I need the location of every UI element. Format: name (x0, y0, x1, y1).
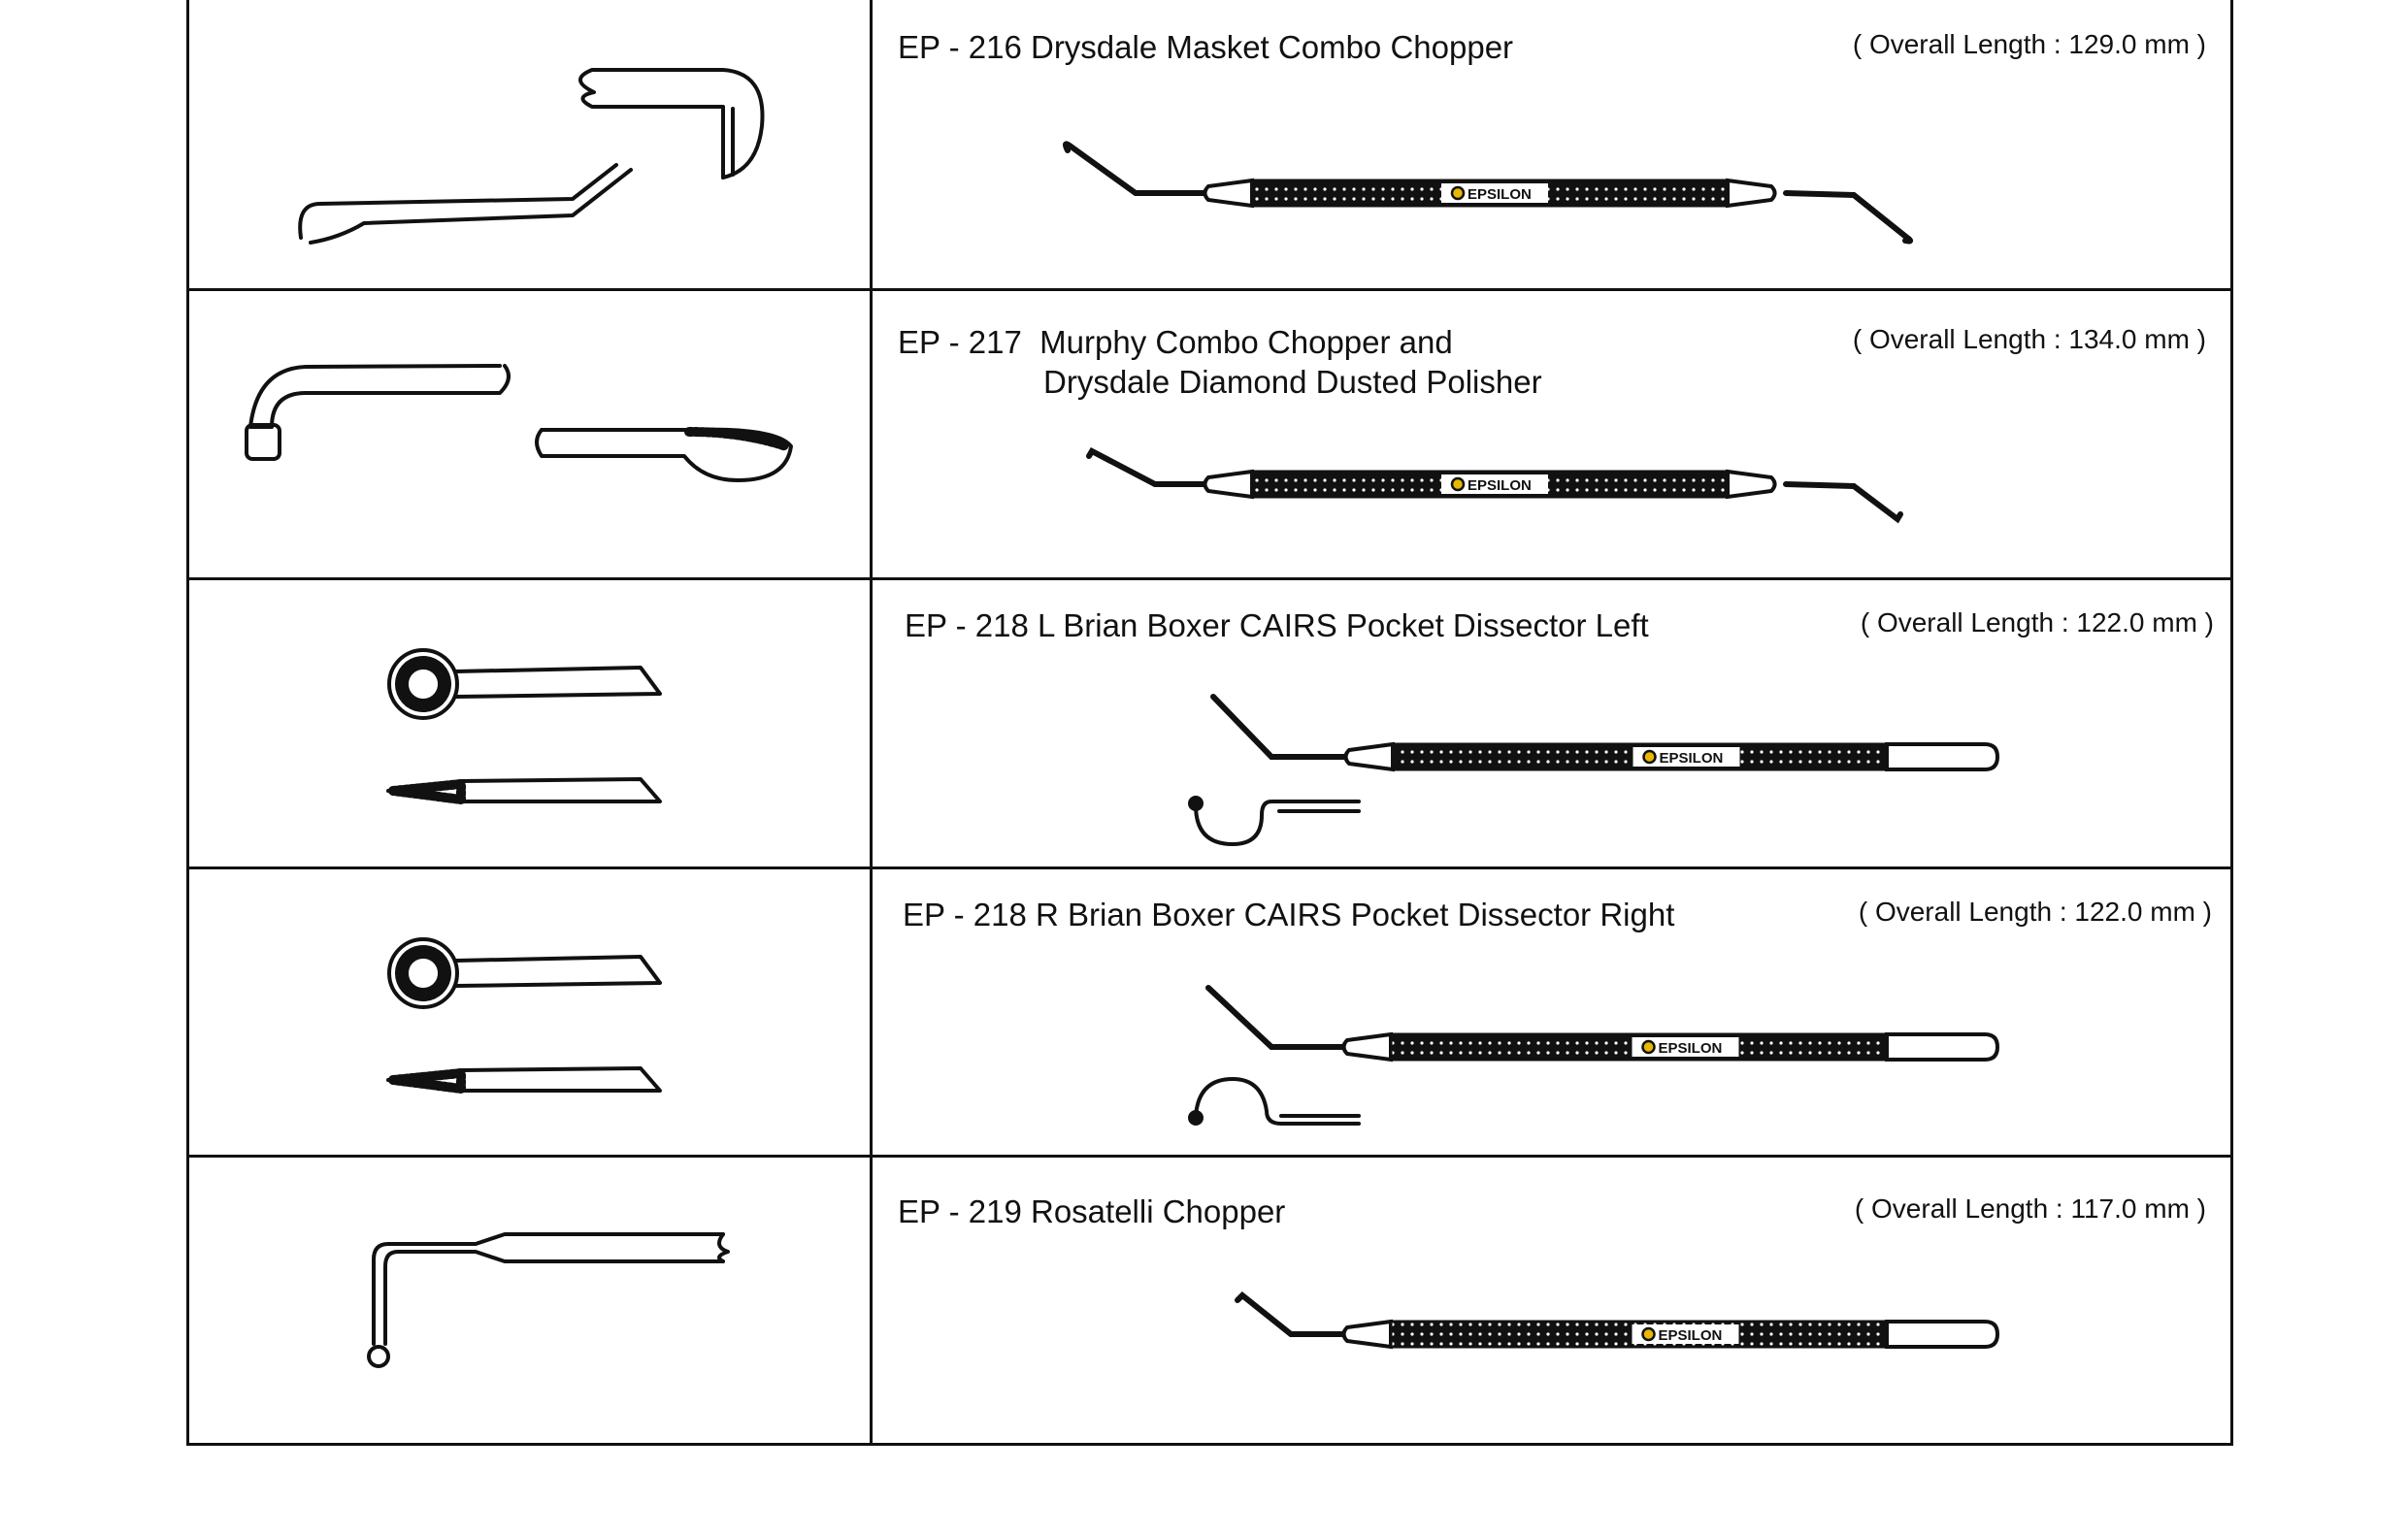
svg-text:EPSILON: EPSILON (1468, 477, 1532, 494)
overall-length-ep219: ( Overall Length : 117.0 mm ) (1854, 1193, 2206, 1224)
row-divider (186, 288, 2233, 291)
svg-text:EPSILON: EPSILON (1660, 750, 1724, 767)
hook-detail-ep218r (1194, 1077, 1361, 1126)
product-title-ep216: EP - 216 Drysdale Masket Combo Chopper (898, 29, 1514, 65)
product-title-ep218l: EP - 218 L Brian Boxer CAIRS Pocket Diss… (905, 607, 1649, 643)
instrument-ep218r: EPSILON (1205, 985, 2000, 1062)
svg-text:EPSILON: EPSILON (1659, 1040, 1723, 1057)
row-divider (186, 1155, 2233, 1158)
instrument-ep216: EPSILON (1062, 141, 1913, 245)
tip-detail-ep218l (386, 648, 662, 804)
overall-length-ep218r: ( Overall Length : 122.0 mm ) (1858, 897, 2212, 927)
product-title-ep218r: EP - 218 R Brian Boxer CAIRS Pocket Diss… (903, 897, 1675, 932)
product-table (186, 0, 2233, 1446)
overall-length-ep217: ( Overall Length : 134.0 mm ) (1852, 324, 2206, 354)
product-title-ep217-line2: Drysdale Diamond Dusted Polisher (1043, 364, 1542, 400)
tip-detail-ep216 (298, 68, 765, 245)
brand-logo: EPSILON (1632, 1037, 1739, 1057)
product-title-ep219: EP - 219 Rosatelli Chopper (898, 1193, 1286, 1229)
svg-text:EPSILON: EPSILON (1659, 1327, 1723, 1344)
row-divider (186, 866, 2233, 869)
column-divider (870, 0, 873, 1446)
instrument-ep219: EPSILON (1235, 1291, 2000, 1350)
overall-length-ep216: ( Overall Length : 129.0 mm ) (1852, 29, 2206, 59)
hook-detail-ep218l (1194, 800, 1361, 846)
brand-logo: EPSILON (1632, 1324, 1739, 1344)
tip-detail-ep218r (386, 937, 662, 1094)
brand-logo: EPSILON (1441, 183, 1548, 203)
tip-detail-ep217 (245, 364, 793, 482)
tip-detail-ep219 (367, 1232, 730, 1368)
row-divider (186, 577, 2233, 580)
instrument-ep217: EPSILON (1086, 447, 1903, 524)
product-title-ep217: EP - 217 Murphy Combo Chopper and (898, 324, 1453, 360)
brand-logo: EPSILON (1441, 474, 1548, 494)
instrument-ep218l: EPSILON (1210, 694, 2000, 772)
overall-length-ep218l: ( Overall Length : 122.0 mm ) (1860, 607, 2214, 637)
brand-logo: EPSILON (1633, 747, 1740, 767)
svg-text:EPSILON: EPSILON (1468, 186, 1532, 203)
